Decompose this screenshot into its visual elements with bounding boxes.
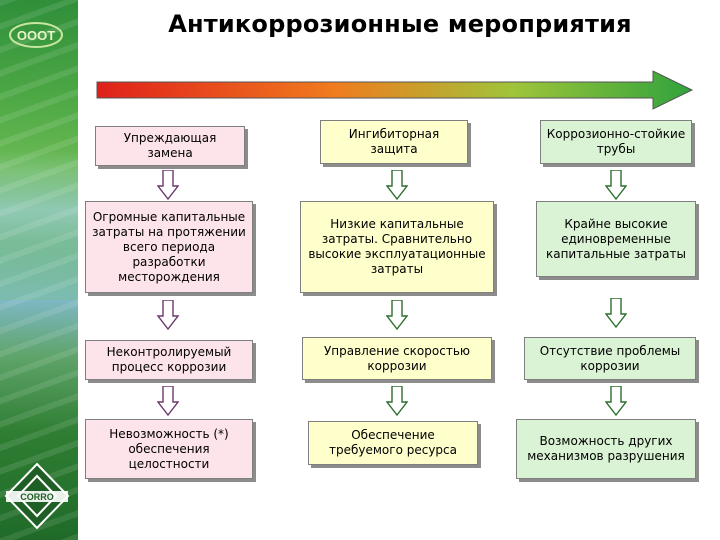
box-low-capital-costs: Низкие капитальные затраты. Сравнительно… [300, 201, 494, 293]
box-no-corrosion-problem: Отсутствие проблемы коррозии [524, 337, 696, 380]
page-title: Антикоррозионные мероприятия [168, 10, 632, 38]
box-corrosion-rate-control: Управление скоростью коррозии [302, 337, 492, 380]
sidebar-decoration [0, 0, 78, 540]
sidebar-pattern [0, 0, 78, 540]
down-arrow-icon [157, 170, 179, 200]
box-uncontrolled-corrosion: Неконтролируемый процесс коррозии [85, 340, 253, 380]
box-required-resource: Обеспечение требуемого ресурса [308, 421, 478, 465]
down-arrow-icon [386, 170, 408, 200]
box-huge-capital-costs: Огромные капитальные затраты на протяжен… [85, 201, 253, 293]
down-arrow-icon [605, 170, 627, 200]
down-arrow-icon [157, 386, 179, 416]
box-integrity-impossible: Невозможность (*) обеспечения целостност… [85, 419, 253, 479]
box-extremely-high-costs: Крайне высокие единовременные капитальны… [536, 201, 696, 277]
company-logo-bottom: CORRO [4, 462, 70, 530]
box-other-failure-mechanisms: Возможность других механизмов разрушения [516, 419, 696, 479]
logo-bottom-text: CORRO [20, 492, 54, 502]
down-arrow-icon [605, 386, 627, 416]
box-corrosion-resistant-pipes: Коррозионно-стойкие трубы [540, 120, 692, 164]
down-arrow-icon [386, 300, 408, 330]
down-arrow-icon [386, 386, 408, 416]
down-arrow-icon [605, 298, 627, 328]
progress-gradient-arrow [96, 70, 694, 110]
logo-top-text: OOOT [17, 28, 55, 43]
box-inhibitor-protection: Ингибиторная защита [320, 120, 468, 164]
box-preventive-replacement: Упреждающая замена [95, 126, 245, 166]
sidebar-landscape [0, 150, 78, 300]
down-arrow-icon [157, 300, 179, 330]
company-logo-top: OOOT [9, 22, 63, 48]
